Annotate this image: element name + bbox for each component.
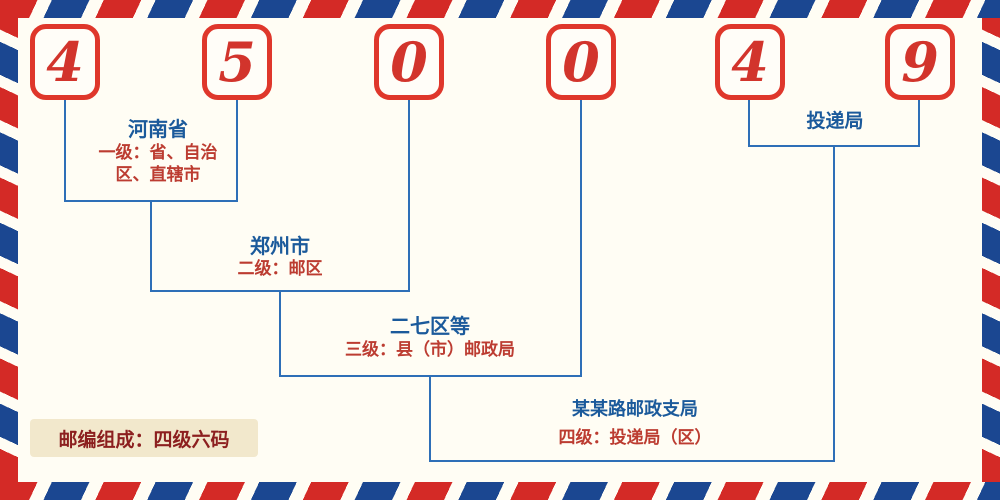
line-level4-right [833,145,835,462]
airmail-border-top [0,0,1000,18]
level4-name: 某某路邮政支局 [572,399,698,419]
line-digit2-down [236,100,238,202]
line-digit6-down [918,100,920,147]
level3-desc: 三级：县（市）邮政局 [345,340,515,359]
airmail-border-left [0,18,18,482]
digit-box-3: 0 [374,24,444,100]
digit-box-5: 4 [715,24,785,100]
delivery-office-label: 投递局 [806,111,864,132]
airmail-border-right [982,18,1000,482]
level4-desc: 四级：投递局（区） [558,428,712,447]
digit-3: 0 [390,30,428,94]
digit-box-2: 5 [202,24,272,100]
digit-6: 9 [901,30,939,94]
level1-desc: 一级：省、自治区、直辖市 [98,143,218,184]
line-level4-left [429,375,431,462]
line-digit5-down [748,100,750,147]
line-level4-bottom [429,460,835,462]
line-digit4-down [580,100,582,377]
digit-box-1: 4 [30,24,100,100]
digit-1: 4 [46,30,84,94]
line-digit3-down [408,100,410,292]
digit-5: 4 [731,30,769,94]
digit-4: 0 [562,30,600,94]
level2-name: 郑州市 [250,236,310,258]
note-text: 邮编组成：四级六码 [58,429,230,451]
postal-code-composition-note: 邮编组成：四级六码 [30,419,258,457]
line-digit1-down [64,100,66,202]
level1-name: 河南省 [128,119,188,141]
level2-desc: 二级：邮区 [237,259,323,278]
digit-box-4: 0 [546,24,616,100]
line-level2-left [150,200,152,292]
digit-box-6: 9 [885,24,955,100]
digit-2: 5 [218,30,256,94]
level3-name: 二七区等 [390,316,470,338]
line-level3-left [279,290,281,377]
airmail-border-bottom [0,482,1000,500]
